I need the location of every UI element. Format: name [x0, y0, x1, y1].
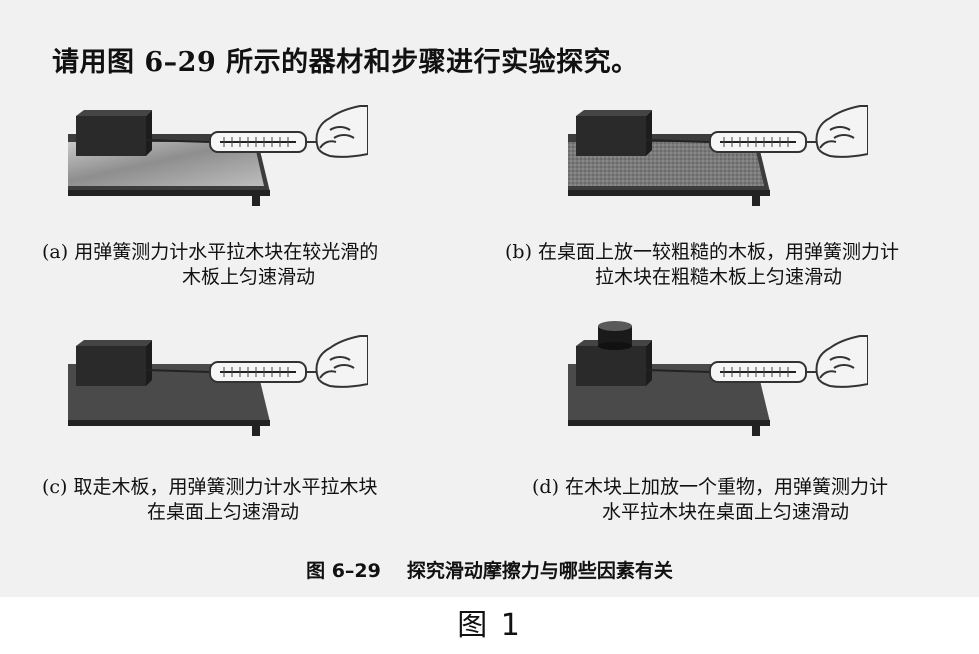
wooden-block	[76, 346, 146, 386]
spring-scale	[710, 362, 820, 382]
weight	[598, 321, 632, 350]
hand	[817, 106, 869, 157]
scene-d-illustration	[568, 320, 868, 436]
table-edge	[568, 190, 770, 196]
wooden-block	[576, 116, 646, 156]
caption-a-line1: (a) 用弹簧测力计水平拉木块在较光滑的	[42, 241, 378, 263]
spring-scale	[210, 362, 320, 382]
scene-b-illustration	[568, 90, 868, 206]
intro-text: 请用图 6–29 所示的器材和步骤进行实验探究。	[52, 40, 639, 79]
figure-title: 探究滑动摩擦力与哪些因素有关	[407, 560, 673, 582]
caption-d-line1: (d) 在木块上加放一个重物，用弹簧测力计	[532, 476, 888, 498]
table-edge	[68, 420, 270, 426]
hand	[817, 336, 869, 387]
table-edge	[68, 190, 270, 196]
caption-c-line2: 在桌面上匀速滑动	[42, 500, 462, 525]
spring-scale	[710, 132, 820, 152]
spring-scale	[210, 132, 320, 152]
table-leg	[752, 194, 760, 206]
table-leg	[752, 424, 760, 436]
figure-label: 图 1	[0, 600, 979, 644]
caption-b: (b) 在桌面上放一较粗糙的木板，用弹簧测力计 拉木块在粗糙木板上匀速滑动	[505, 240, 925, 290]
hand	[317, 106, 369, 157]
caption-b-line1: (b) 在桌面上放一较粗糙的木板，用弹簧测力计	[505, 241, 899, 263]
figure-caption: 图 6–29 探究滑动摩擦力与哪些因素有关	[0, 556, 979, 583]
table-leg	[252, 194, 260, 206]
caption-b-line2: 拉木块在粗糙木板上匀速滑动	[505, 265, 925, 290]
hand	[317, 336, 369, 387]
caption-c-line1: (c) 取走木板，用弹簧测力计水平拉木块	[42, 476, 378, 498]
caption-a-line2: 木板上匀速滑动	[42, 265, 462, 290]
table-edge	[568, 420, 770, 426]
scene-c-illustration	[68, 320, 368, 436]
caption-d: (d) 在木块上加放一个重物，用弹簧测力计 水平拉木块在桌面上匀速滑动	[532, 475, 952, 525]
scene-a-illustration	[68, 90, 368, 206]
caption-d-line2: 水平拉木块在桌面上匀速滑动	[532, 500, 952, 525]
table-leg	[252, 424, 260, 436]
figure-number: 图 6–29	[306, 560, 381, 582]
caption-c: (c) 取走木板，用弹簧测力计水平拉木块 在桌面上匀速滑动	[42, 475, 462, 525]
wooden-block	[76, 116, 146, 156]
wooden-block	[576, 346, 646, 386]
caption-a: (a) 用弹簧测力计水平拉木块在较光滑的 木板上匀速滑动	[42, 240, 462, 290]
